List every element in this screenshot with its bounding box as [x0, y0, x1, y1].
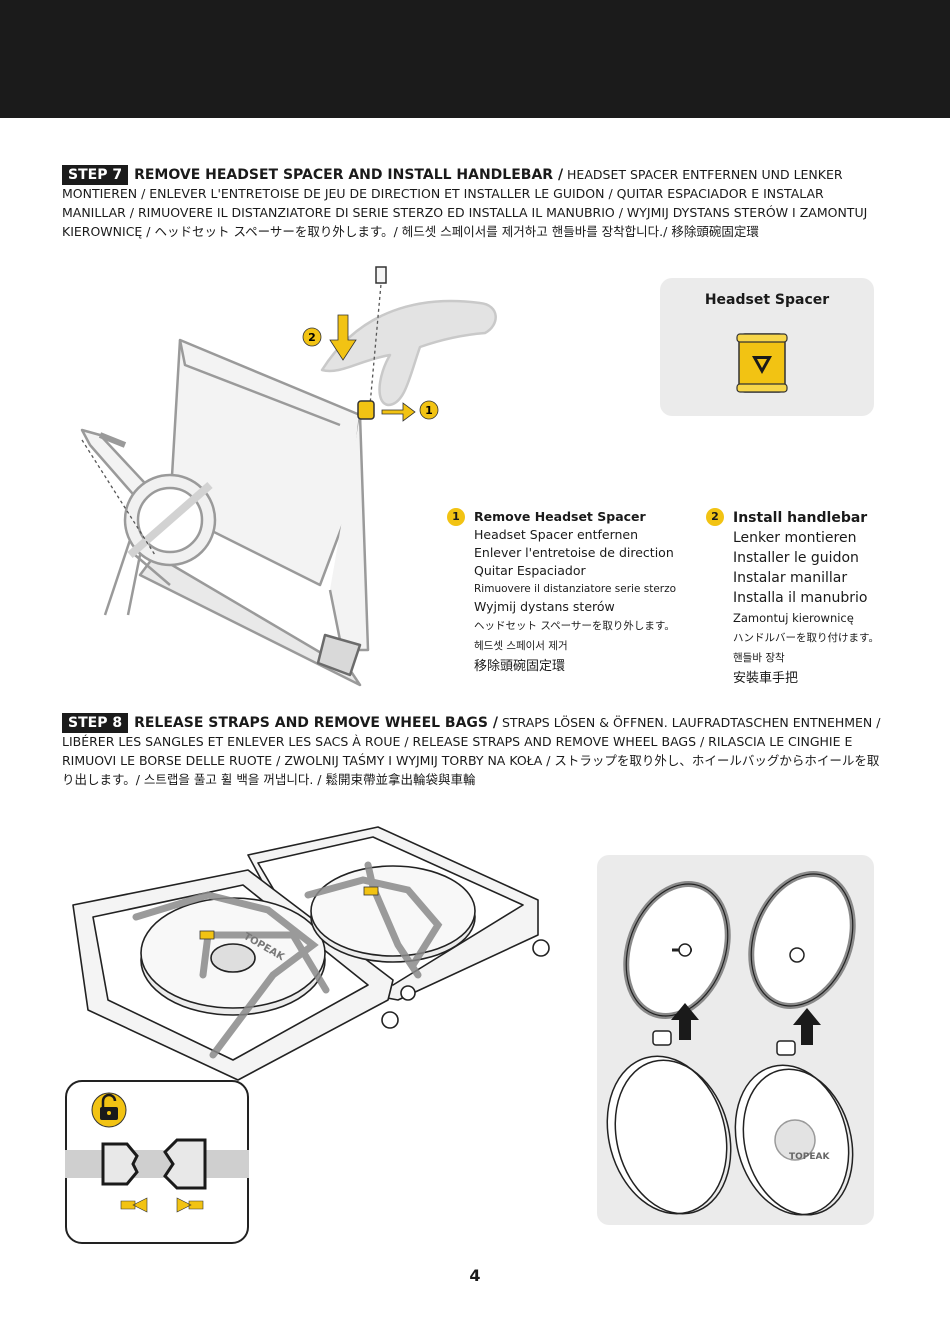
- step7-translations: HEADSET SPACER ENTFERNEN UND LENKER MONT…: [62, 167, 868, 239]
- legend-1-line: Wyjmij dystans sterów: [474, 599, 615, 614]
- headset-spacer-panel: Headset Spacer: [660, 278, 874, 416]
- legend-1-line: Enlever l'entretoise de direction: [474, 545, 674, 560]
- legend-2-line: Installer le guidon: [733, 550, 859, 566]
- step8-heading: STEP 8 RELEASE STRAPS AND REMOVE WHEEL BA…: [62, 713, 882, 790]
- step7-title: REMOVE HEADSET SPACER AND INSTALL HANDLE…: [134, 167, 564, 183]
- legend-1-number: 1: [447, 508, 465, 526]
- open-case-illustration: TOPEAK: [72, 826, 550, 1081]
- legend-2-line: Installa il manubrio: [733, 590, 868, 606]
- legend-2-line: Zamontuj kierownicę: [733, 611, 854, 625]
- step7-heading: STEP 7 REMOVE HEADSET SPACER AND INSTALL …: [62, 165, 882, 242]
- step8-badge: STEP 8: [62, 713, 129, 733]
- arrow-down-icon: [329, 314, 357, 361]
- bolt-icon: [375, 266, 387, 284]
- bag-brand-logo: TOPEAK: [789, 1152, 830, 1162]
- buckle-release-inset: [65, 1080, 249, 1244]
- step8-translations: STRAPS LÖSEN & ÖFFNEN. LAUFRADTASCHEN EN…: [62, 715, 881, 787]
- headset-spacer-title: Headset Spacer: [704, 292, 830, 308]
- arrow-right-icon: [381, 402, 416, 422]
- legend-1-line: Remove Headset Spacer: [474, 509, 646, 524]
- legend-2-line: ハンドルバーを取り付けます。: [733, 632, 879, 644]
- headset-spacer-part-icon: [736, 333, 788, 393]
- legend-1-line: Rimuovere il distanziatore serie sterzo: [474, 583, 677, 595]
- legend-1-line: Quitar Espaciador: [474, 563, 586, 578]
- legend-2-line: 핸들바 장착: [733, 652, 785, 664]
- legend-remove-spacer: 1 Remove Headset Spacer Headset Spacer e…: [447, 508, 697, 688]
- headset-spacer-icon: [357, 400, 375, 420]
- legend-2-line: 安裝車手把: [733, 671, 799, 686]
- legend-1-line: 헤드셋 스페이서 제거: [474, 640, 568, 652]
- marker-1: 1: [425, 404, 433, 417]
- buckle-male-icon: [101, 1142, 139, 1186]
- step7-badge: STEP 7: [62, 165, 129, 185]
- buckle-icon: [363, 886, 379, 896]
- step8-title: RELEASE STRAPS AND REMOVE WHEEL BAGS /: [134, 715, 498, 731]
- arrow-up-icon: [671, 1003, 699, 1040]
- wheel-bags-illustration: TOPEAK: [606, 871, 856, 1216]
- header-bar: [0, 0, 950, 118]
- unlock-icon: [91, 1092, 127, 1128]
- legend-2-line: Install handlebar: [733, 510, 868, 526]
- legend-2-line: Instalar manillar: [733, 570, 848, 586]
- arrow-left-icon: [120, 1197, 148, 1213]
- wheel-bags-panel: TOPEAK: [597, 855, 874, 1225]
- buckle-female-icon: [163, 1138, 207, 1190]
- page-number: 4: [469, 1266, 481, 1285]
- marker-2: 2: [308, 331, 316, 344]
- legend-2-number: 2: [706, 508, 724, 526]
- legend-2-line: Lenker montieren: [733, 530, 857, 546]
- bike-frame-illustration: 1 2: [80, 266, 497, 687]
- arrow-up-icon: [793, 1008, 821, 1045]
- legend-1-line: ヘッドセット スペーサーを取り外します。: [474, 620, 675, 632]
- legend-1-line: Headset Spacer entfernen: [474, 527, 639, 542]
- legend-1-line: 移除頭碗固定環: [474, 659, 566, 674]
- legend-install-handlebar: 2 Install handlebar Lenker montieren Ins…: [706, 508, 906, 688]
- arrow-right-icon: [176, 1197, 204, 1213]
- buckle-icon: [199, 930, 215, 940]
